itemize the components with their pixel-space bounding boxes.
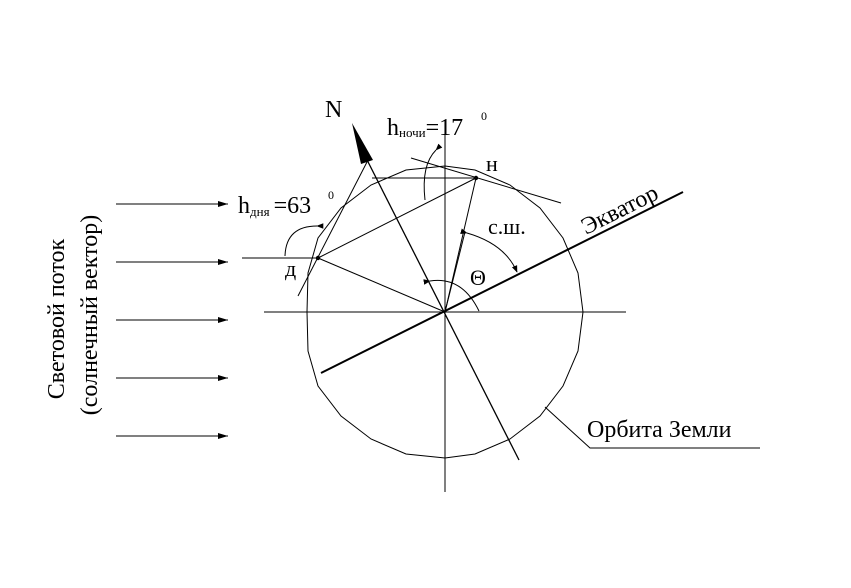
latitude-label: с.ш. (488, 214, 526, 239)
night-point-dot (473, 175, 479, 181)
day-point-dot (315, 255, 321, 261)
h-day-sub: дня (250, 204, 270, 219)
orbit-label: Орбита Земли (587, 417, 732, 443)
light-flux-arrows (116, 201, 228, 439)
day-point-label: д (285, 256, 296, 281)
tangent-day (297, 161, 368, 297)
orbit-leader (544, 406, 760, 449)
h-day-degree: 0 (328, 188, 334, 202)
h-night-sub: ночи (399, 125, 426, 140)
radius-to-day-point (317, 257, 446, 313)
day-angle-arc (284, 223, 324, 257)
north-arrow-head (352, 123, 373, 164)
h-night-label: hночи=17 0 (387, 109, 487, 141)
equator-line (320, 191, 684, 374)
latitude-radius (444, 231, 466, 313)
flux-label-line2: (солнечный вектор) (77, 215, 103, 415)
equator-label: Экватор (577, 180, 663, 240)
h-day-main: h (238, 193, 250, 219)
theta-label: Θ (470, 265, 486, 290)
latitude-parallel (317, 177, 477, 259)
theta-angle-arc (423, 279, 480, 312)
night-angle-arc (423, 143, 443, 201)
h-night-degree: 0 (481, 109, 487, 123)
h-day-label: hдня =63 0 (238, 188, 334, 219)
flux-label-line1: Световой поток (44, 238, 70, 399)
h-day-value: =63 (274, 193, 312, 219)
night-point-label: н (486, 151, 498, 176)
h-night-value: =17 (426, 115, 464, 141)
svg-text:hдня=63: hдня =63 (238, 193, 311, 219)
svg-text:hночи=17: hночи=17 (387, 115, 463, 141)
tangent-night (410, 157, 562, 204)
earth-axis (361, 149, 520, 461)
latitude-angle-arc (460, 228, 518, 273)
north-label: N (325, 97, 342, 123)
h-night-main: h (387, 115, 399, 141)
